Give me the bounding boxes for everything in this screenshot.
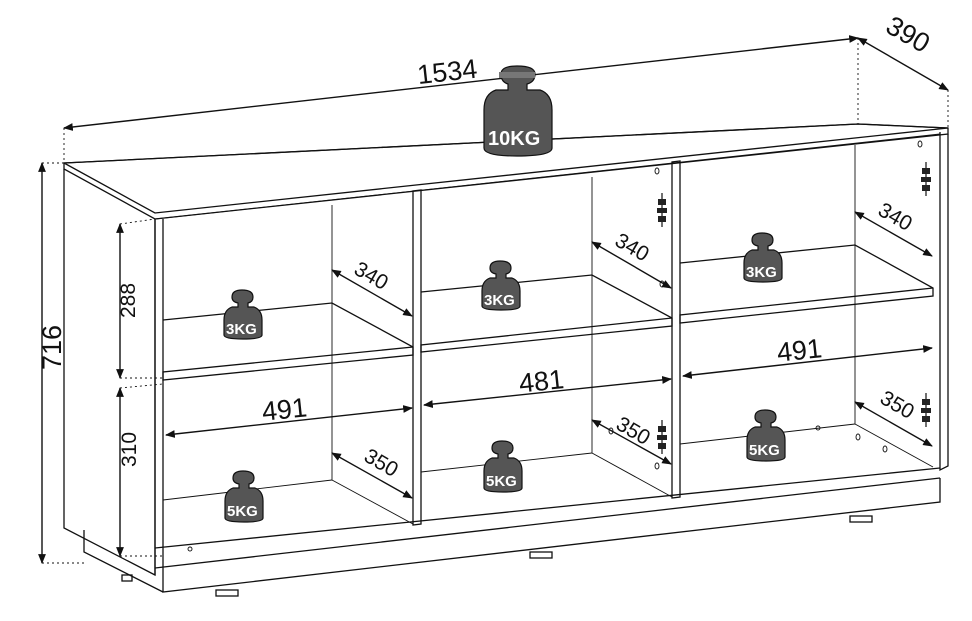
shelf-left	[162, 302, 414, 381]
weight-label-top: 10KG	[488, 128, 540, 150]
hinge-icon	[656, 420, 668, 454]
weight-icon: 10KG	[483, 65, 553, 157]
width-label: 1534	[416, 54, 479, 91]
weight-icon: 5KG	[224, 470, 264, 523]
right-width-label: 491	[775, 333, 823, 368]
left-depth-label: 340	[350, 257, 392, 294]
weight-icon: 3KG	[743, 232, 783, 283]
left-width-label: 491	[260, 392, 308, 427]
weight-label: 3KG	[226, 321, 257, 338]
hinge-icon	[920, 393, 932, 427]
right-side-panel	[939, 132, 949, 472]
dividers	[331, 145, 856, 526]
weight-label: 5KG	[227, 503, 258, 520]
weight-label: 3KG	[746, 264, 777, 281]
middle-depth-label: 340	[611, 229, 653, 266]
weight-label: 5KG	[486, 473, 517, 490]
foot	[529, 551, 553, 559]
left-side-panel	[63, 169, 156, 577]
height-label: 716	[37, 325, 67, 370]
foot	[121, 574, 133, 582]
plinth	[162, 478, 941, 593]
weight-icon: 5KG	[746, 409, 786, 462]
left-lower-depth-label: 350	[360, 444, 402, 481]
middle-lower-depth-label: 350	[612, 412, 654, 449]
upper-height-label: 288	[117, 283, 140, 318]
hinge-icon	[920, 162, 932, 196]
weight-icon: 3KG	[223, 289, 263, 340]
weight-icon: 3KG	[481, 260, 521, 311]
weight-icon: 5KG	[483, 440, 523, 493]
weight-label: 3KG	[484, 292, 515, 309]
shelf-middle	[420, 274, 673, 353]
shelf-right	[679, 244, 934, 324]
foot	[849, 515, 873, 523]
weight-label: 5KG	[749, 442, 780, 459]
lower-height-label: 310	[118, 432, 141, 467]
depth-label: 390	[881, 10, 935, 59]
foot	[215, 589, 239, 597]
weights: 10KG 3KG 3KG 3KG 5KG 5KG 5KG	[223, 65, 786, 523]
right-depth-label: 340	[874, 198, 916, 235]
middle-width-label: 481	[517, 364, 565, 399]
hinge-icon	[656, 193, 668, 227]
